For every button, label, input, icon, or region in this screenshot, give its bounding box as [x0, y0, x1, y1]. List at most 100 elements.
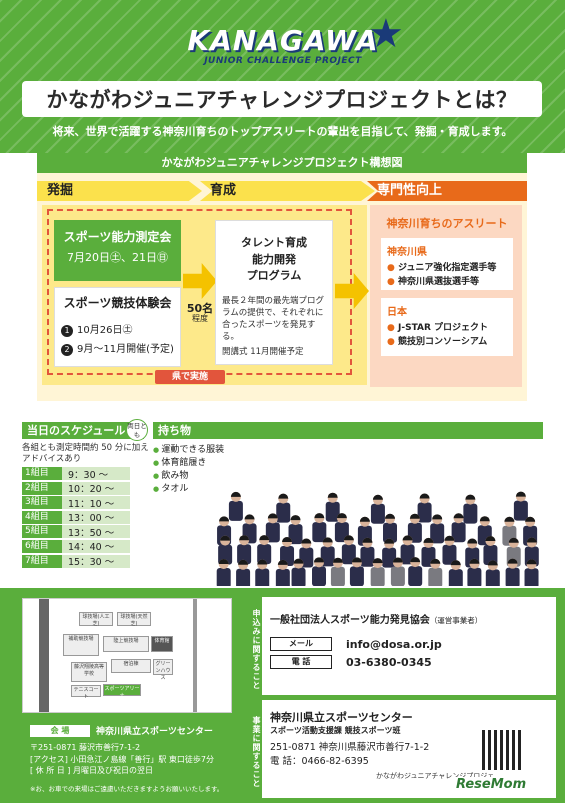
- schedule-time: 13：50 〜: [68, 527, 115, 539]
- athlete-item-text: 神奈川県選抜選手等: [398, 277, 480, 288]
- schedule-heading: 当日のスケジュール: [22, 422, 144, 439]
- schedule-group: 5組目: [22, 525, 62, 539]
- person-body: [288, 524, 303, 545]
- contact-apply-box: 申込みに関すること 一般社団法人スポーツ能力発見協会（運営事業者） メール in…: [238, 597, 556, 695]
- phase-discovery: 発掘: [37, 181, 202, 201]
- watermark-logo: ReseMom: [452, 777, 531, 792]
- contact-project-box: 事業に関すること 神奈川県立スポーツセンター スポーツ活動支援課 競技スポーツ班…: [238, 700, 556, 798]
- header-banner: ★ KANAGAWA JUNIOR CHALLENGE PROJECT かながわ…: [0, 0, 565, 153]
- talent-open: 開講式 11月開催予定: [222, 346, 304, 357]
- schedule-row: 4組目 13：00 〜: [22, 510, 130, 525]
- athlete-box-japan: 日本 ● J-STAR プロジェクト ● 競技別コンソーシアム: [381, 298, 513, 356]
- bullet-icon: ●: [387, 323, 398, 333]
- person-hair: [465, 494, 476, 500]
- person-hair: [327, 492, 338, 498]
- schedule-time: 13：00 〜: [68, 513, 115, 525]
- phase-specialization: 専門性向上: [367, 181, 527, 201]
- person-hair: [359, 516, 370, 522]
- person-hair: [278, 493, 289, 499]
- group-photo: [216, 491, 539, 586]
- person-hair: [384, 538, 395, 544]
- person-hair: [257, 559, 268, 565]
- person-body: [349, 566, 364, 586]
- person-hair: [238, 559, 249, 565]
- person-hair: [314, 513, 325, 519]
- experience-date: 9月〜11月開催(予定): [77, 344, 174, 355]
- person-hair: [515, 491, 526, 497]
- person-body: [442, 544, 457, 565]
- person-hair: [336, 513, 347, 519]
- person-hair: [293, 558, 304, 564]
- qr-code-icon[interactable]: [482, 730, 522, 770]
- mail-link[interactable]: info@dosa.or.jp: [346, 637, 442, 651]
- person-hair: [267, 513, 278, 519]
- fifty-sub: 程度: [192, 314, 208, 324]
- schedule-group: 1組目: [22, 467, 62, 480]
- number-badge: 1: [61, 325, 73, 337]
- person-body: [428, 567, 443, 586]
- person-hair: [487, 560, 498, 566]
- person-body: [236, 568, 251, 586]
- prefecture-tag: 県で実施: [155, 370, 225, 384]
- person-hair: [444, 535, 455, 541]
- schedule-time: 9：30 〜: [68, 469, 109, 481]
- athlete-item: ● ジュニア強化指定選手等: [387, 261, 507, 275]
- athlete-box-prefecture: 神奈川県 ● ジュニア強化指定選手等 ● 神奈川県選抜選手等: [381, 238, 513, 290]
- belonging-text: タオル: [161, 484, 189, 495]
- person-hair: [432, 514, 443, 520]
- logo-sub: JUNIOR CHALLENGE PROJECT: [204, 56, 362, 66]
- bullet-icon: ●: [153, 459, 162, 468]
- project-contact-name: 神奈川県立スポーツセンター: [270, 711, 413, 724]
- athlete-title: 神奈川育ちのアスリート: [386, 217, 508, 230]
- map-building: 球技場(人工芝): [79, 612, 113, 627]
- schedule-group: 4組目: [22, 510, 62, 524]
- person-body: [448, 569, 463, 586]
- map-building: グリーンハウス: [153, 659, 173, 681]
- venue-line: [アクセス] 小田急江ノ島線「善行」駅 東口徒歩7分: [30, 754, 215, 764]
- bullet-icon: ●: [387, 263, 398, 273]
- talent-title: タレント育成 能力開発 プログラム: [241, 236, 307, 282]
- person-body: [467, 567, 482, 586]
- project-footer-text: かながわジュニアチャレンジプロジェ: [376, 772, 495, 780]
- athlete-item-text: 競技別コンソーシアム: [398, 337, 488, 348]
- map-building: 陸上競技場: [103, 636, 149, 652]
- belongings-heading: 持ち物: [153, 422, 543, 439]
- person-hair: [410, 557, 421, 563]
- person-body: [463, 503, 478, 524]
- fifty-main: 50名: [186, 302, 214, 315]
- belonging-item: ● 運動できる服装: [153, 444, 224, 457]
- schedule-note: 各組とも測定時間約 50 分に加えアドバイスあり: [22, 443, 149, 465]
- schedule-group: 7組目: [22, 554, 62, 568]
- bullet-icon: ●: [387, 337, 398, 348]
- map-building: 宿泊棟: [111, 659, 151, 673]
- athlete-box-heading: 神奈川県: [387, 247, 427, 258]
- person-hair: [392, 557, 403, 563]
- person-hair: [372, 558, 383, 564]
- schedule-group: 6組目: [22, 539, 62, 553]
- both-days-tag: 両日とも: [126, 419, 148, 441]
- schedule-time: 14：40 〜: [68, 542, 115, 554]
- person-body: [483, 544, 498, 565]
- person-hair: [526, 537, 537, 543]
- athlete-item-text: J-STAR プロジェクト: [398, 323, 489, 333]
- phase-development: 育成: [200, 181, 375, 201]
- concept-title: かながわジュニアチャレンジプロジェクト構想図: [37, 153, 527, 173]
- schedule-time: 11：10 〜: [68, 498, 115, 510]
- belonging-item: ● 体育館履き: [153, 457, 224, 470]
- measure-box: スポーツ能力測定会 7月20日㊏、21日㊐: [54, 220, 181, 281]
- map-building: 球技場(天然芝): [117, 612, 151, 627]
- concept-diagram: かながわジュニアチャレンジプロジェクト構想図 発掘 育成 専門性向上 スポーツ能…: [37, 153, 527, 401]
- person-hair: [507, 558, 518, 564]
- venue-map: 球技場(人工芝)球技場(天然芝)補助競技場陸上競技場体育館宿泊棟グリーンハウスス…: [22, 598, 232, 713]
- athlete-item: ● 競技別コンソーシアム: [387, 335, 507, 349]
- map-building: 体育館: [151, 636, 173, 652]
- person-hair: [479, 516, 490, 522]
- person-hair: [343, 535, 354, 541]
- person-body: [513, 500, 528, 521]
- person-hair: [469, 558, 480, 564]
- person-hair: [290, 515, 301, 521]
